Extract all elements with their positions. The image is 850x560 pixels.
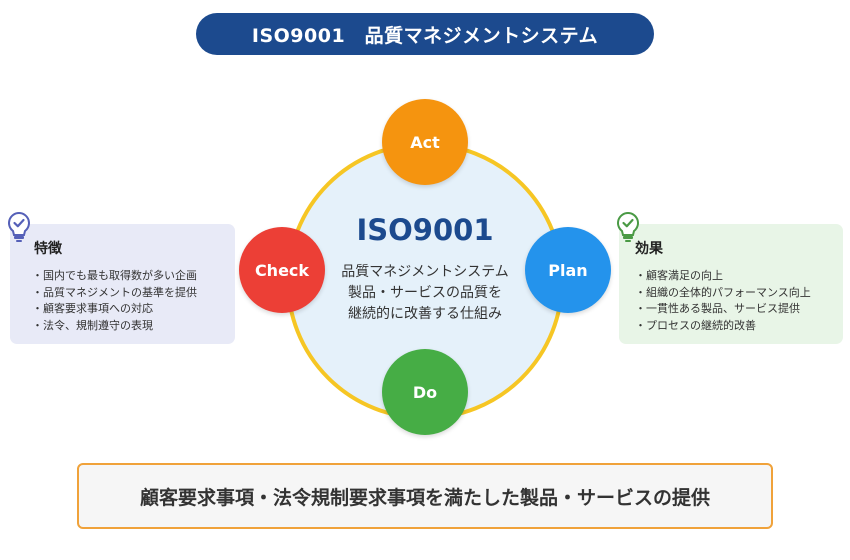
list-item: 品質マネジメントの基準を提供	[32, 285, 235, 302]
lightbulb-check-icon	[617, 211, 639, 242]
list-item: 国内でも最も取得数が多い企画	[32, 268, 235, 285]
features-list: 国内でも最も取得数が多い企画 品質マネジメントの基準を提供 顧客要求事項への対応…	[32, 268, 235, 334]
do-node: Do	[382, 349, 468, 435]
center-title: ISO9001	[356, 213, 494, 247]
effects-heading: 効果	[635, 241, 663, 257]
plan-node: Plan	[525, 227, 611, 313]
center-line: 継続的に改善する仕組み	[348, 306, 502, 322]
effects-list: 顧客満足の向上 組織の全体的パフォーマンス向上 一貫性ある製品、サービス提供 プ…	[635, 268, 843, 334]
lightbulb-check-icon	[8, 211, 30, 242]
center-line: 品質マネジメントシステム	[341, 264, 509, 280]
features-heading: 特徴	[34, 241, 62, 257]
list-item: プロセスの継続的改善	[635, 318, 843, 335]
act-node: Act	[382, 99, 468, 185]
list-item: 組織の全体的パフォーマンス向上	[635, 285, 843, 302]
footer-banner: 顧客要求事項・法令規制要求事項を満たした製品・サービスの提供	[77, 463, 773, 529]
effects-card: 効果 顧客満足の向上 組織の全体的パフォーマンス向上 一貫性ある製品、サービス提…	[619, 224, 843, 344]
features-card: 特徴 国内でも最も取得数が多い企画 品質マネジメントの基準を提供 顧客要求事項へ…	[10, 224, 235, 344]
center-description: 品質マネジメントシステム 製品・サービスの品質を 継続的に改善する仕組み	[320, 262, 530, 325]
check-node: Check	[239, 227, 325, 313]
list-item: 顧客満足の向上	[635, 268, 843, 285]
page-title: ISO9001 品質マネジメントシステム	[196, 13, 654, 55]
center-line: 製品・サービスの品質を	[348, 285, 502, 301]
list-item: 顧客要求事項への対応	[32, 301, 235, 318]
list-item: 法令、規制遵守の表現	[32, 318, 235, 335]
list-item: 一貫性ある製品、サービス提供	[635, 301, 843, 318]
